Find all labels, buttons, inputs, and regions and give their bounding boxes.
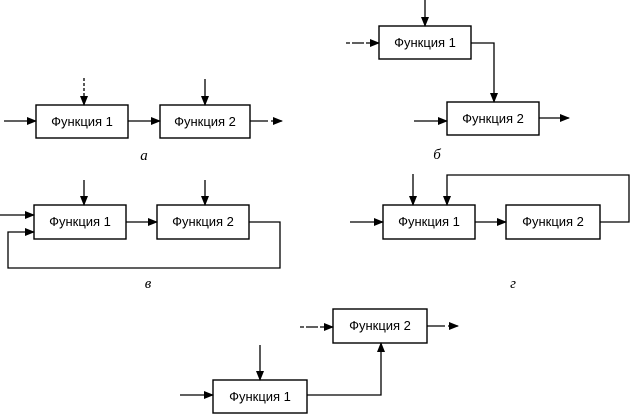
b-caption: б (433, 147, 441, 163)
d-function-2-label: Функция 2 (349, 318, 411, 333)
v-feedback-arrow (7, 221, 281, 269)
a-function-2-box (159, 104, 251, 139)
g-function-2-label: Функция 2 (522, 214, 584, 229)
d-function-2-box (332, 308, 428, 344)
b-link-arrow (471, 42, 498, 103)
g-caption: г (510, 276, 516, 292)
g-function-1-label: Функция 1 (398, 214, 460, 229)
d-link-arrow (307, 342, 385, 396)
diagram-a: Функция 1 Функция 2 а (4, 78, 283, 164)
b-function-1-label: Функция 1 (394, 35, 456, 50)
a-caption: а (140, 148, 148, 164)
g-feedback-arrow (443, 174, 630, 223)
b-function-2-box (446, 101, 540, 136)
diagram-v: Функция 1 Функция 2 в (0, 180, 281, 292)
v-function-2-label: Функция 2 (172, 214, 234, 229)
diagram-g: Функция 1 Функция 2 г (350, 174, 630, 292)
diagram-b: Функция 1 Функция 2 б (346, 0, 570, 163)
d-function-1-label: Функция 1 (229, 389, 291, 404)
b-function-2-label: Функция 2 (462, 111, 524, 126)
v-function-1-label: Функция 1 (49, 214, 111, 229)
a-function-1-label: Функция 1 (51, 114, 113, 129)
v-caption: в (145, 276, 152, 292)
a-function-2-label: Функция 2 (174, 114, 236, 129)
diagram-d: Функция 2 Функция 1 (180, 308, 459, 414)
d-function-1-box (212, 379, 308, 414)
